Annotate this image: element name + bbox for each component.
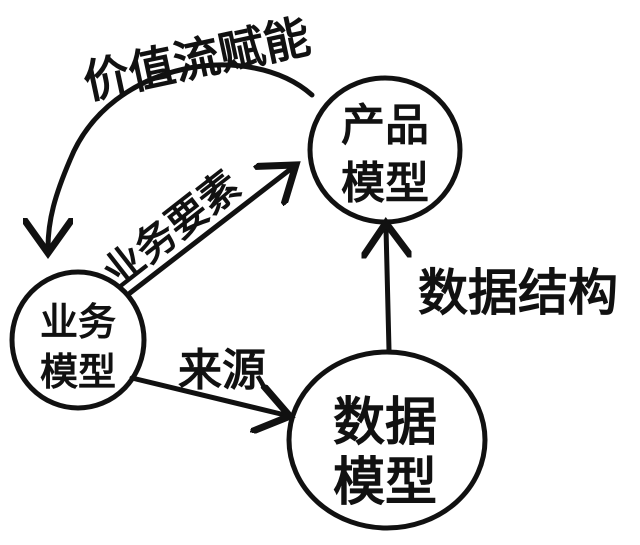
data-model-node <box>286 349 488 531</box>
data-structure-arrow <box>386 228 389 353</box>
business-elements-label: 业务要素 <box>95 162 249 297</box>
business-model-label-2: 模型 <box>40 350 116 394</box>
business-model-node <box>9 269 147 411</box>
product-model-label-2: 模型 <box>341 158 429 209</box>
data-structure-label: 数据结构 <box>418 264 618 322</box>
data-model-label-1: 数据 <box>333 393 437 453</box>
business-elements-arrow <box>127 168 292 296</box>
product-model-label-1: 产品 <box>341 100 429 151</box>
source-arrow <box>129 375 285 415</box>
business-model-label-1: 业务 <box>40 300 116 344</box>
value-stream-arrow <box>48 62 315 248</box>
source-label: 来源 <box>178 345 266 396</box>
data-model-label-2: 模型 <box>333 453 437 513</box>
value-stream-label: 价值流赋能 <box>79 9 315 110</box>
